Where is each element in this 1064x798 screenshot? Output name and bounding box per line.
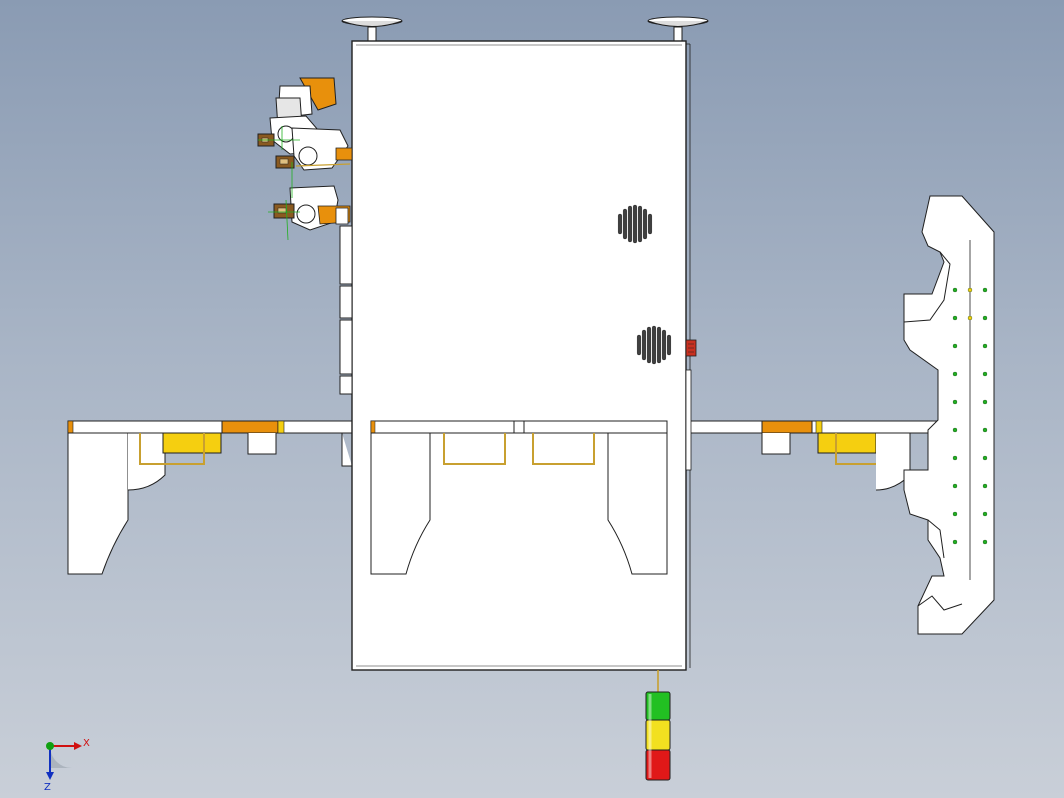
vent-slot	[657, 326, 662, 364]
side-connector	[685, 339, 697, 357]
right-fixture-column	[903, 195, 995, 635]
fixture-pin-holes	[952, 287, 988, 545]
vent-slot	[667, 334, 672, 356]
main-cabinet	[351, 40, 692, 671]
pin-hole	[982, 539, 988, 545]
pin-hole	[982, 315, 988, 321]
pin-hole	[952, 399, 958, 405]
vent-slot	[623, 208, 628, 240]
pin-hole	[952, 287, 958, 293]
vent-slot	[647, 326, 652, 364]
left-tray-assembly	[67, 420, 353, 575]
pin-hole	[982, 287, 988, 293]
coordinate-triad-icon: X Z	[44, 738, 90, 793]
pin-hole	[982, 399, 988, 405]
vent-grille-upper	[618, 204, 653, 244]
center-tray	[370, 420, 668, 575]
pin-hole	[952, 371, 958, 377]
pin-hole	[967, 315, 973, 321]
vent-slot	[633, 204, 638, 244]
pin-hole	[952, 455, 958, 461]
right-tray-assembly	[685, 420, 970, 491]
vent-slot	[643, 208, 648, 240]
vent-slot	[638, 205, 643, 243]
axis-x-label: X	[83, 738, 90, 749]
leveling-foot-left	[341, 16, 403, 42]
vent-slot	[642, 329, 647, 361]
pin-hole	[982, 511, 988, 517]
vent-slot	[652, 325, 657, 365]
vent-slot	[628, 205, 633, 243]
pin-hole	[952, 427, 958, 433]
pin-hole	[982, 371, 988, 377]
vent-slot	[662, 329, 667, 361]
axis-z-label: Z	[44, 782, 51, 793]
leveling-foot-right	[647, 16, 709, 42]
vent-slot	[618, 213, 623, 235]
pin-hole	[952, 511, 958, 517]
pin-hole	[952, 343, 958, 349]
tower-light	[645, 670, 671, 781]
pin-hole	[982, 483, 988, 489]
vent-slot	[637, 334, 642, 356]
gripper-cluster	[257, 77, 353, 241]
cabinet-side-plates	[339, 225, 353, 395]
pin-hole	[982, 455, 988, 461]
pin-hole	[952, 539, 958, 545]
vent-grille-lower	[637, 325, 672, 365]
pin-hole	[952, 315, 958, 321]
pin-hole	[982, 343, 988, 349]
pin-hole	[967, 287, 973, 293]
pin-hole	[982, 427, 988, 433]
vent-slot	[648, 213, 653, 235]
pin-hole	[952, 483, 958, 489]
